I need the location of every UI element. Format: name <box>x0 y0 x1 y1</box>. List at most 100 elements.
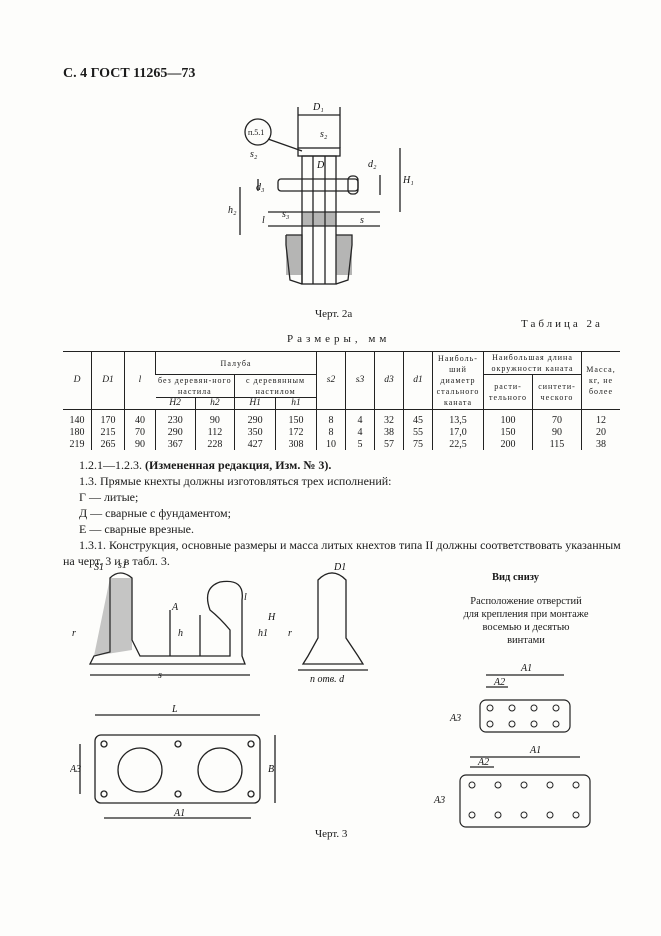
fig2a-label-ref: п.5.1 <box>248 128 264 137</box>
table-cell: 38 <box>374 426 404 438</box>
para-amendment-bold: (Измененная редакция, Изм. № 3). <box>145 458 332 472</box>
th-d3: d3 <box>374 351 404 410</box>
fig3-plan-label-a1: A1 <box>173 808 185 819</box>
bottom-label-a1-top: A1 <box>520 663 532 674</box>
th-h1-big: H1 <box>234 397 276 410</box>
para-e: Е — сварные врезные. <box>79 522 194 536</box>
fig2a-label-d3: d₃ <box>256 182 265 193</box>
table-cell: 45 <box>403 409 433 426</box>
th-plant: расти-тельного <box>483 374 533 410</box>
th-l: l <box>124 351 156 410</box>
fig2a-label-d1: D₁ <box>312 102 324 113</box>
table-cell: 13,5 <box>432 409 484 426</box>
para-amendment: 1.2.1—1.2.3. (Измененная редакция, Изм. … <box>63 457 623 473</box>
table-cell: 70 <box>532 409 582 426</box>
table-cell: 55 <box>403 426 433 438</box>
table-cell: 290 <box>234 409 276 426</box>
bolt-hole <box>546 781 554 789</box>
figure-3-bottom-views: A1 A2 A3 A1 A2 A3 <box>433 663 591 828</box>
view-note: Расположение отверстий для крепления при… <box>463 596 589 646</box>
fig3-end-label-d1: D1 <box>333 562 346 573</box>
fig3-label-s: s <box>158 670 162 681</box>
fig3-label-r: r <box>72 628 76 639</box>
bottom-label-a3-top: A3 <box>449 713 461 724</box>
figure-2a-drawing: D₁ п.5.1 s₂ s₂ D d₂ d₃ H₁ h₂ l s₃ s <box>228 102 414 285</box>
fig2a-label-s: s <box>360 215 364 226</box>
para-g: Г — литые; <box>79 490 139 504</box>
fig2a-label-s3: s₃ <box>282 209 290 220</box>
table-cell: 115 <box>532 438 582 450</box>
bolt-hole <box>552 704 560 712</box>
table-cell: 112 <box>194 426 235 438</box>
bolt-hole <box>552 720 560 728</box>
bolt-hole <box>486 720 494 728</box>
table-cell: 308 <box>275 438 317 450</box>
bolt-hole <box>468 811 476 819</box>
bolt-hole <box>508 720 516 728</box>
table-cell: 200 <box>483 438 533 450</box>
table-cell: 10 <box>316 438 346 450</box>
fig3-label-h: h <box>178 628 183 639</box>
fig2a-label-h2: h₂ <box>228 205 237 216</box>
bottom-label-a2-top: A2 <box>493 677 505 688</box>
table-cell: 367 <box>155 438 196 450</box>
table-cell: 4 <box>345 409 375 426</box>
table-cell: 22,5 <box>432 438 484 450</box>
table-title: Таблица 2а <box>521 318 603 330</box>
table-cell: 180 <box>69 426 85 438</box>
figure-3-end-view: D1 r n отв. d <box>288 562 368 685</box>
bolt-hole <box>572 811 580 819</box>
table-cell: 230 <box>155 409 196 426</box>
bolt-hole <box>520 781 528 789</box>
figure-3-plan-view: L A3 B A1 <box>70 704 276 819</box>
table-cell: 75 <box>403 438 433 450</box>
fig3-label-a: A <box>171 602 179 613</box>
fig3-label-hbig: H <box>267 612 276 623</box>
table-cell: 38 <box>581 438 620 450</box>
bolt-hole <box>486 704 494 712</box>
text-block: 1.2.1—1.2.3. (Измененная редакция, Изм. … <box>63 457 623 569</box>
table-cell: 8 <box>316 426 346 438</box>
table-cell: 140 <box>69 414 85 426</box>
table-subtitle: Размеры, мм <box>287 333 391 345</box>
table-cell: 265 <box>91 438 125 450</box>
table-cell: 5 <box>345 438 375 450</box>
fig2a-label-d: D <box>316 160 325 171</box>
table-cell: 219 <box>69 438 85 450</box>
bolt-hole <box>520 811 528 819</box>
th-s2: s2 <box>316 351 346 410</box>
table-cell: 150 <box>483 426 533 438</box>
bolt-hole <box>546 811 554 819</box>
figure-3-caption: Черт. 3 <box>315 828 348 840</box>
th-h1-small: h1 <box>275 397 317 410</box>
table-cell: 40 <box>124 409 156 426</box>
page-header: С. 4 ГОСТ 11265—73 <box>63 66 196 81</box>
th-h2-big: H2 <box>155 397 196 410</box>
table-cell: 70 <box>124 426 156 438</box>
bolt-hole <box>494 811 502 819</box>
table-cell: 90 <box>124 438 156 450</box>
fig3-end-label-holes: n отв. d <box>310 674 345 685</box>
fig2a-label-s2a: s₂ <box>320 129 328 140</box>
th-with-deck: с деревянным настилом <box>234 374 317 398</box>
th-synthetic: синтети-ческого <box>532 374 582 410</box>
view-title: Вид снизу <box>492 572 539 583</box>
th-max-length: Наибольшая длина окружности каната <box>483 351 582 375</box>
bolt-hole <box>468 781 476 789</box>
table-cell: 90 <box>532 426 582 438</box>
table-cell: 90 <box>194 409 235 426</box>
table-cell: 228 <box>194 438 235 450</box>
fig3-label-h1: h1 <box>258 628 268 639</box>
fig3-plan-label-b: B <box>268 764 274 775</box>
table-cell: 32 <box>374 409 404 426</box>
fig2a-label-l: l <box>262 215 265 226</box>
fig2a-label-h1: H₁ <box>402 175 414 186</box>
bolt-hole <box>572 781 580 789</box>
table-cell: 150 <box>275 409 317 426</box>
th-s3: s3 <box>345 351 375 410</box>
bolt-hole <box>508 704 516 712</box>
